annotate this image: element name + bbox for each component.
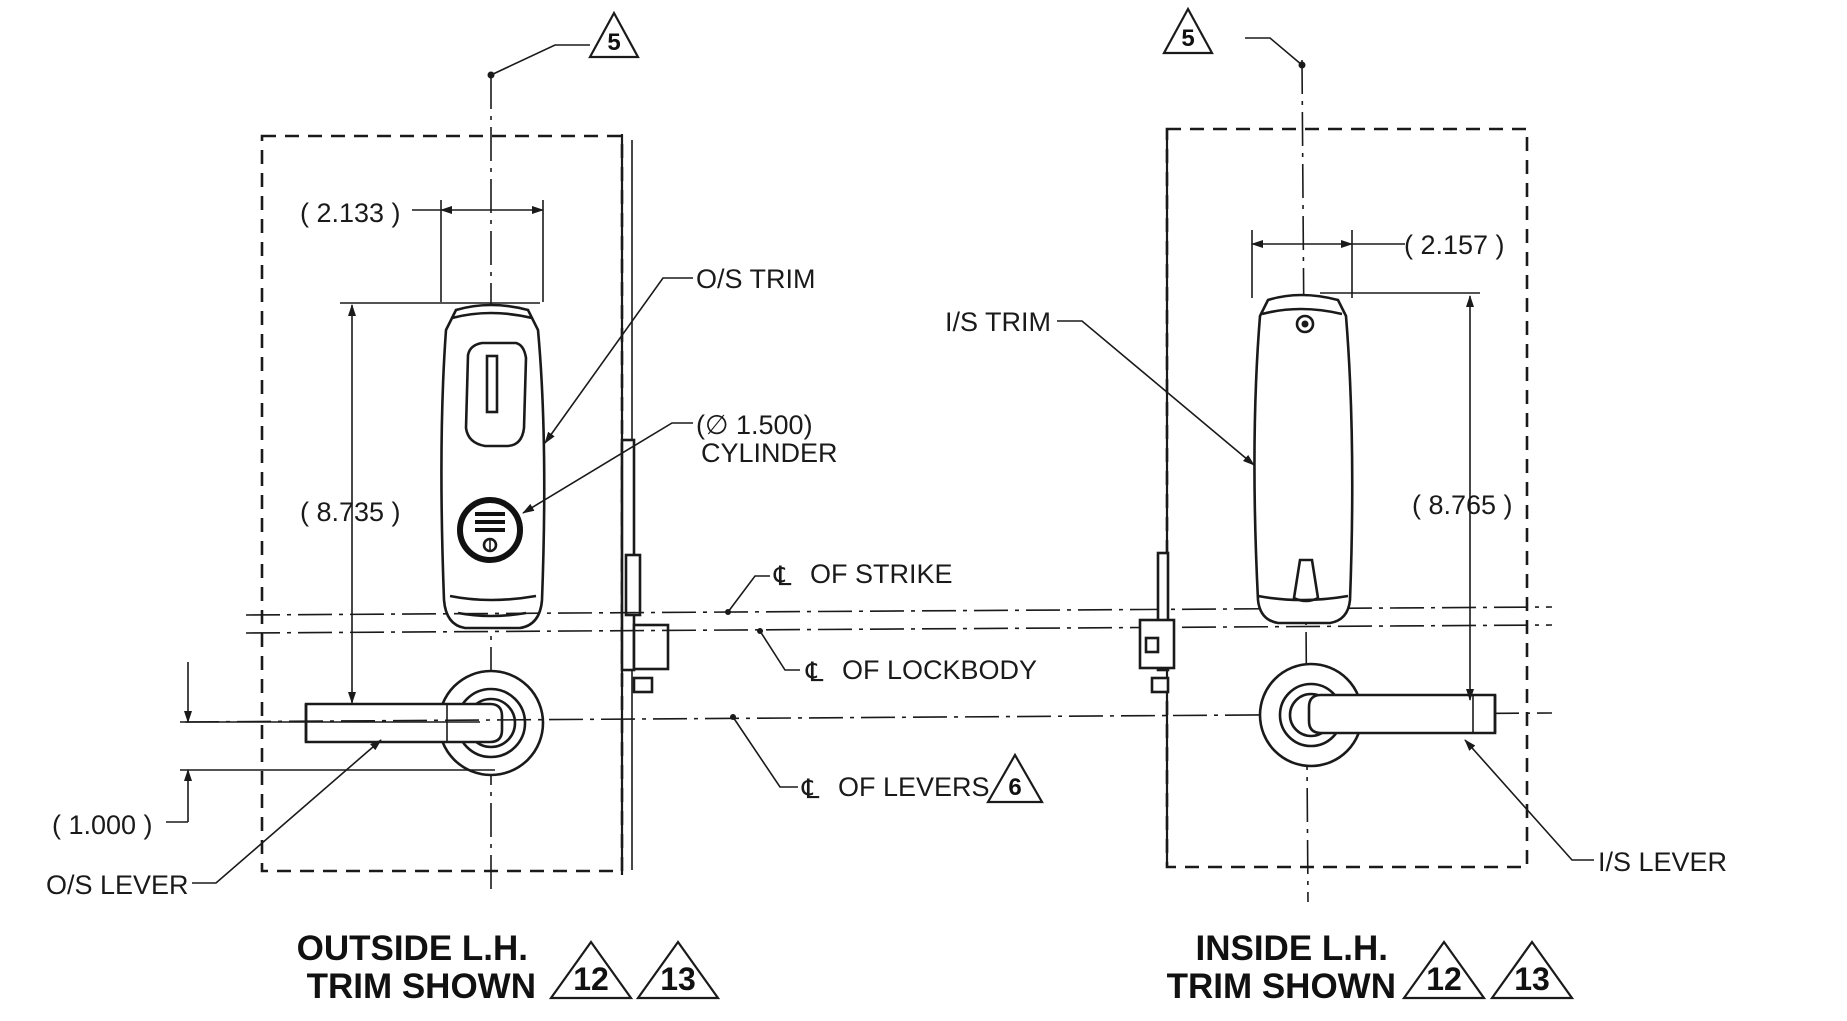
outside-title-line1: OUTSIDE L.H.	[297, 929, 528, 968]
callout-triangle-12-outside	[548, 940, 634, 1000]
inside-trim-label: I/S TRIM	[945, 307, 1051, 337]
levers-centerline	[184, 712, 1553, 723]
callout-triangle-5-inside	[1162, 6, 1214, 55]
inside-trim-body	[1253, 293, 1354, 625]
levers-centerline-label: OF LEVERS	[838, 772, 990, 802]
outside-width-dimension: ( 2.133 )	[300, 198, 401, 228]
strike-cl-symbol: ℄	[773, 561, 792, 591]
callout-13-inside-label: 13	[1514, 961, 1550, 997]
cylinder-diameter-dimension: (∅ 1.500)	[696, 410, 813, 440]
inside-title-line2: TRIM SHOWN	[1167, 967, 1396, 1006]
inside-lever-label: I/S LEVER	[1598, 847, 1727, 877]
inside-height-dimension: ( 8.765 )	[1412, 490, 1513, 520]
inside-view	[1057, 6, 1594, 903]
callout-12-outside-label: 12	[573, 961, 609, 997]
callout-triangle-13-inside	[1489, 940, 1575, 1000]
callout-5-inside-label: 5	[1181, 25, 1194, 52]
callout-triangle-12-inside	[1401, 940, 1487, 1000]
outside-door-outline	[260, 134, 624, 873]
outside-trim-body	[440, 303, 546, 630]
strike-centerline-label: OF STRIKE	[810, 559, 953, 589]
lockbody-centerline-label: OF LOCKBODY	[842, 655, 1037, 685]
callout-12-inside-label: 12	[1426, 961, 1462, 997]
outside-title-line2: TRIM SHOWN	[307, 967, 536, 1006]
callout-triangle-6	[986, 752, 1044, 804]
card-reader-slot	[464, 341, 528, 448]
cylinder-label: CYLINDER	[701, 438, 838, 468]
thumbturn-icon	[1292, 558, 1320, 603]
inside-lever	[1307, 693, 1497, 735]
outside-trim-label: O/S TRIM	[696, 264, 816, 294]
callout-triangle-5-outside	[588, 10, 640, 59]
outside-height-dimension: ( 8.735 )	[300, 497, 401, 527]
callout-13-outside-label: 13	[660, 961, 696, 997]
inside-width-dimension: ( 2.157 )	[1404, 230, 1505, 260]
privacy-button-icon	[1295, 314, 1315, 334]
horizontal-centerlines	[184, 575, 1553, 788]
callout-triangle-13-outside	[635, 940, 721, 1000]
outside-lever-offset-dimension: ( 1.000 )	[52, 810, 153, 840]
strike-centerline	[245, 606, 1553, 616]
lockbody-centerline	[245, 624, 1553, 634]
outside-view	[166, 10, 693, 892]
outside-lever	[304, 702, 504, 744]
callout-6-label: 6	[1008, 774, 1021, 801]
levers-cl-symbol: ℄	[801, 774, 820, 804]
outside-lever-label: O/S LEVER	[46, 870, 189, 900]
lockbody-cl-symbol: ℄	[805, 657, 824, 687]
inside-title-line1: INSIDE L.H.	[1195, 929, 1388, 968]
callout-5-outside-label: 5	[607, 29, 620, 56]
